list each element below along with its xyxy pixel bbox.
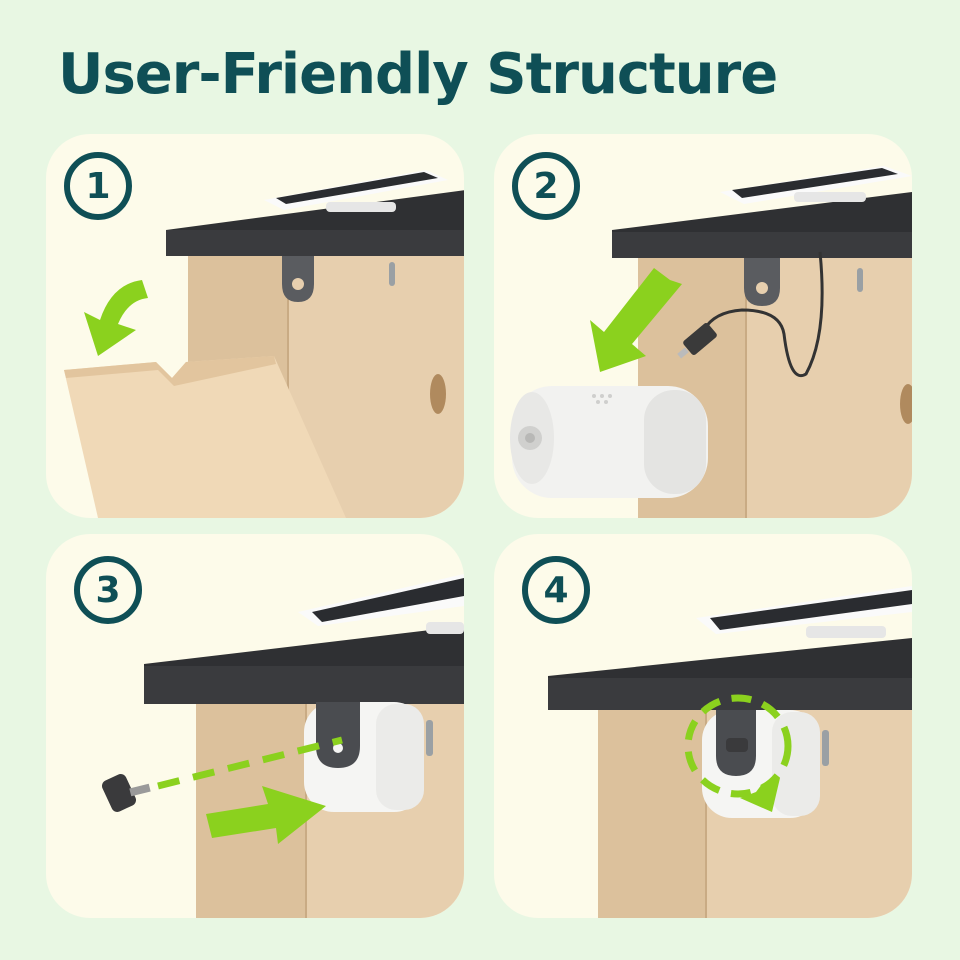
- insert-screw-icon: [102, 574, 464, 918]
- green-arrow: [206, 786, 326, 844]
- latch-pin: [389, 262, 395, 286]
- step-3-panel: 3: [46, 534, 464, 918]
- latch-pin: [822, 730, 829, 766]
- dashed-rotation-path: [684, 694, 792, 798]
- step-1-panel: 1: [46, 134, 464, 518]
- green-arrow: [590, 268, 682, 372]
- step-2-panel: 2: [494, 134, 912, 518]
- step-1-number: 1: [64, 152, 132, 220]
- latch-pin: [857, 268, 863, 292]
- latch-pin: [426, 720, 433, 756]
- open-front-panel-icon: [64, 170, 464, 518]
- thumb-screw: [102, 774, 136, 812]
- thumb-screw: [726, 738, 748, 752]
- insert-camera-icon: [510, 166, 912, 518]
- step-3-number: 3: [74, 556, 142, 624]
- page-title: User-Friendly Structure: [58, 42, 778, 107]
- step-4-panel: 4: [494, 534, 912, 918]
- green-arrow: [84, 280, 148, 356]
- dashed-path: [157, 736, 343, 790]
- mount-hook: [316, 702, 360, 768]
- green-arrow: [740, 778, 780, 812]
- step-2-number: 2: [512, 152, 580, 220]
- step-4-number: 4: [522, 556, 590, 624]
- front-panel: [64, 356, 346, 518]
- rotate-lock-icon: [548, 586, 912, 918]
- usb-cable: [702, 251, 824, 378]
- usb-plug: [683, 323, 717, 355]
- entry-hole: [430, 374, 446, 414]
